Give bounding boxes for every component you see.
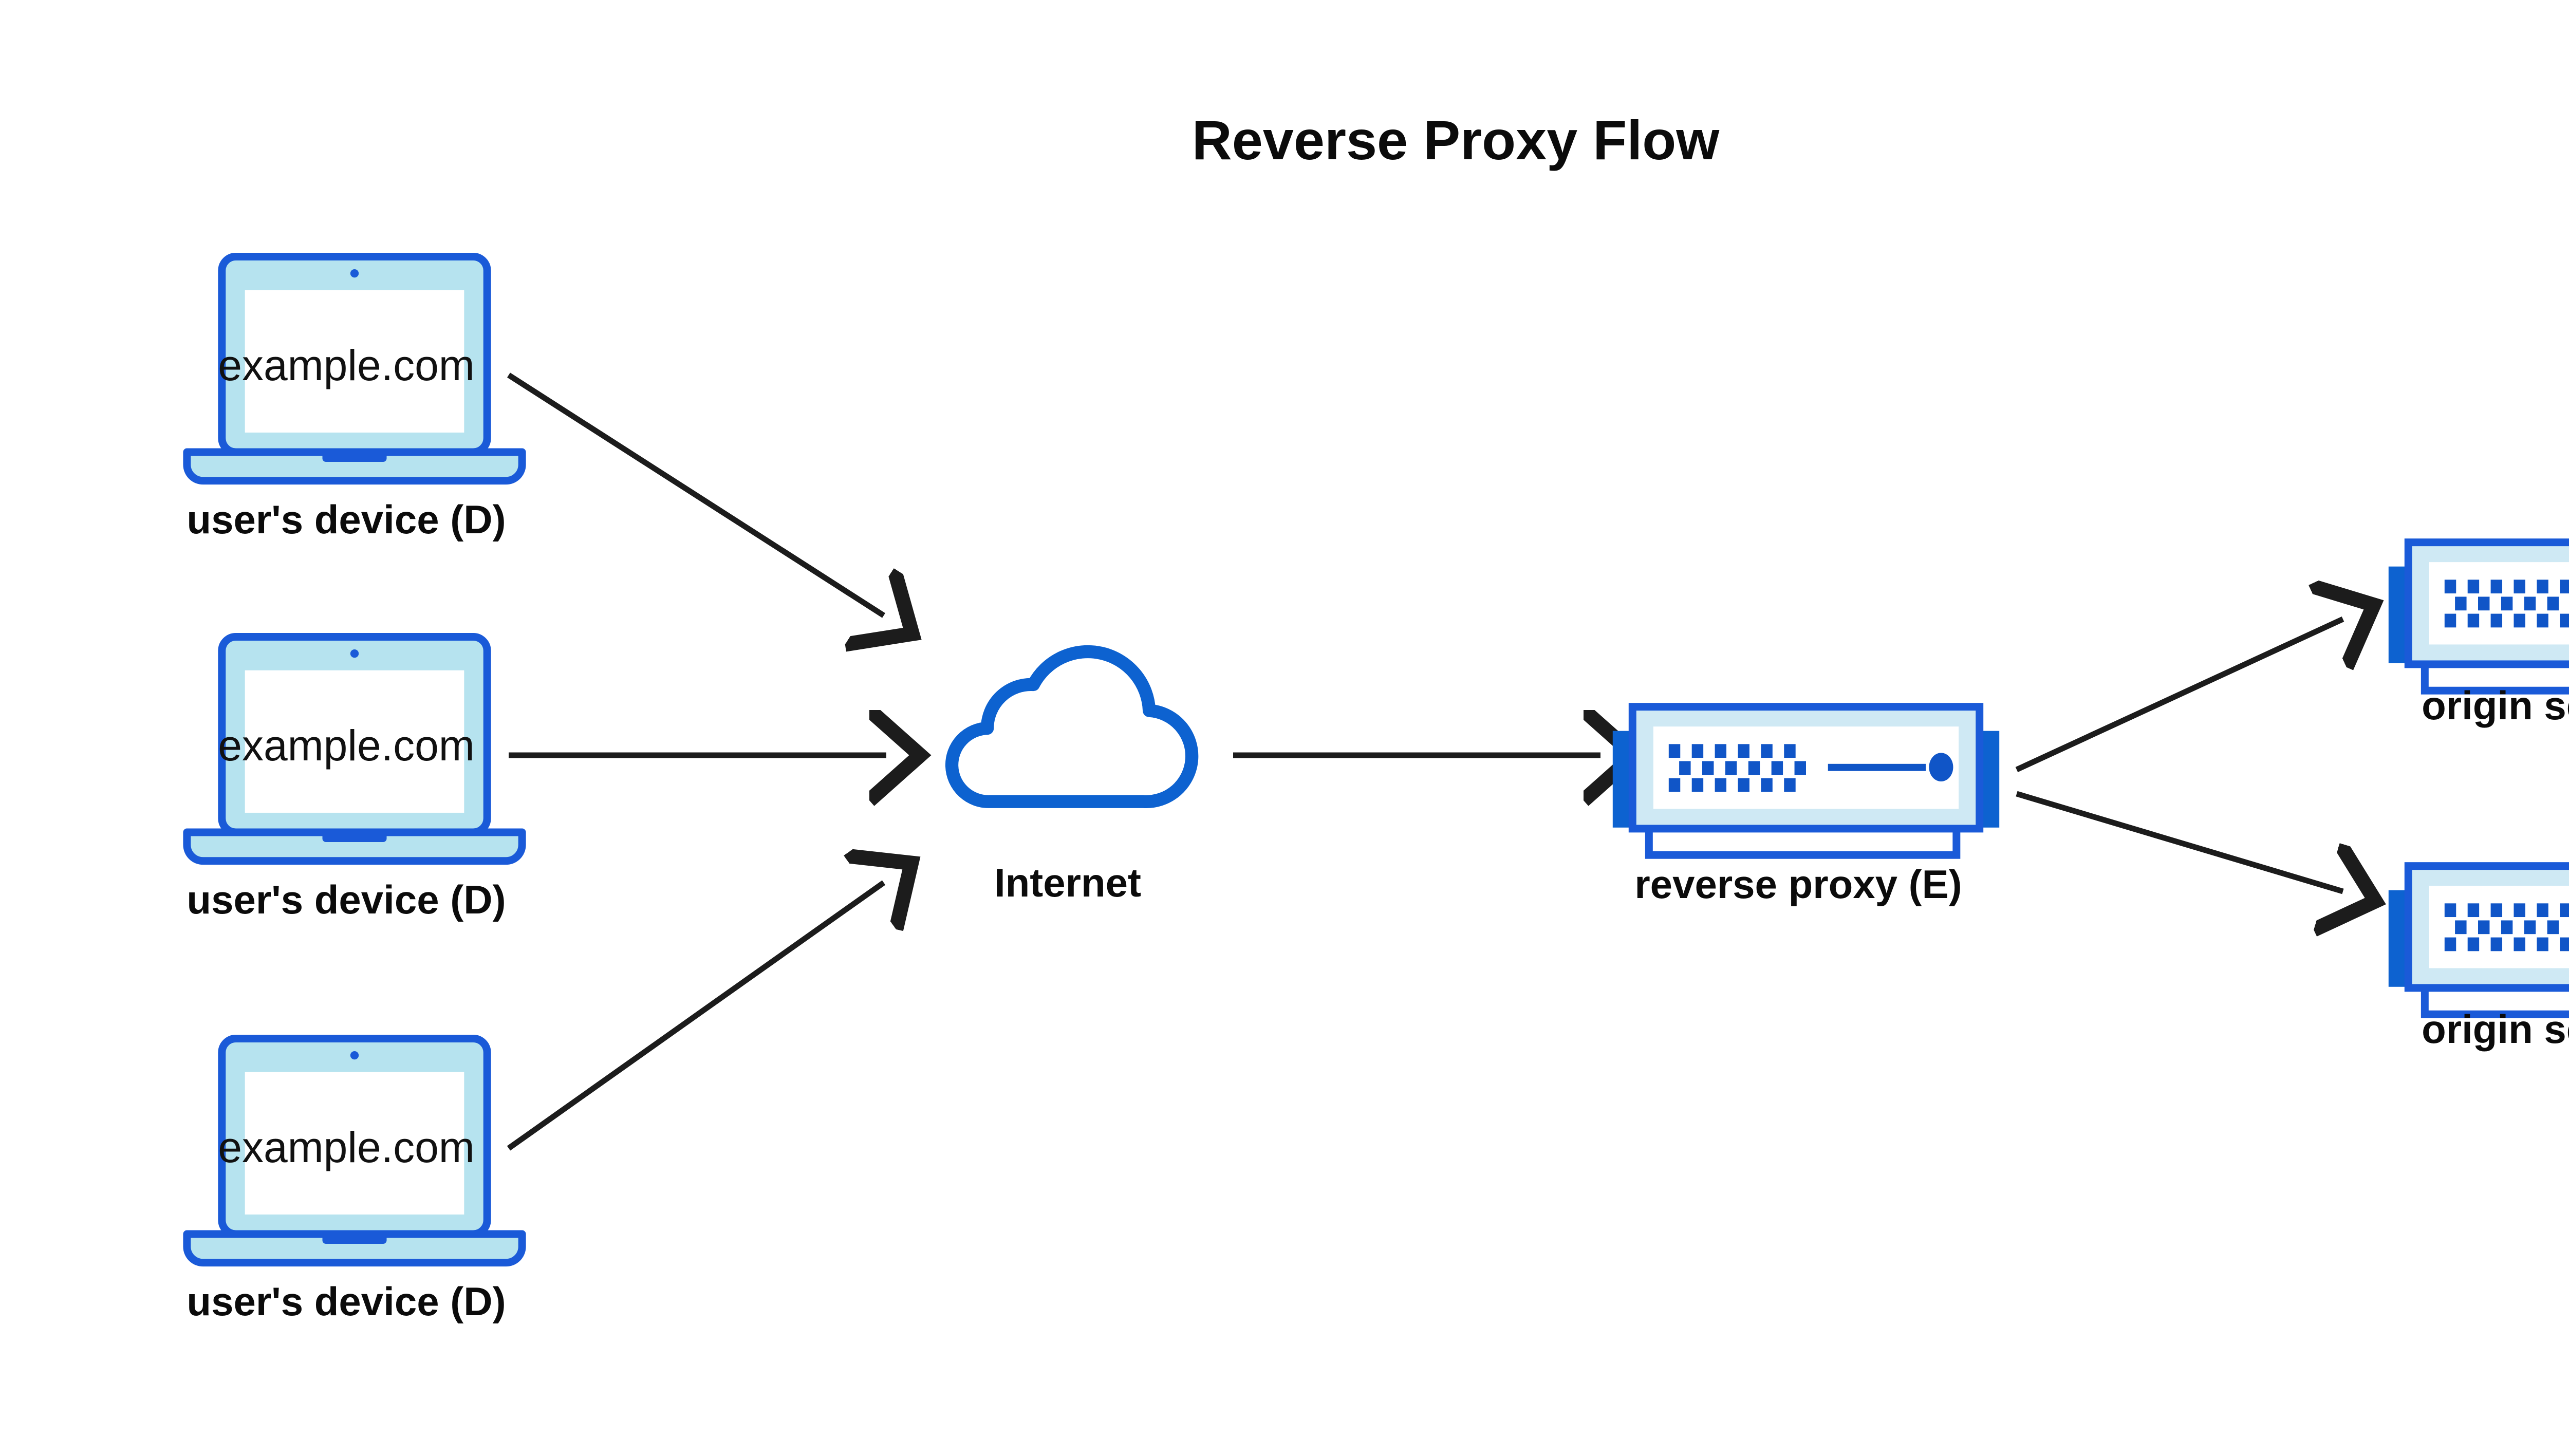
node-origin-top[interactable]: origin server (F) (2389, 543, 2569, 728)
node-label-origin-top: origin server (F) (2422, 683, 2569, 728)
device-screen-text: example.com (218, 721, 475, 770)
node-label-device-top: user's device (D) (187, 497, 506, 542)
device-screen-text: example.com (218, 1123, 475, 1171)
edge-layer (507, 372, 2343, 1151)
node-label-device-bottom: user's device (D) (187, 1279, 506, 1324)
edge-device-top-to-internet (507, 372, 884, 615)
server-icon (2389, 866, 2569, 1015)
node-label-origin-bottom: origin server (F) (2422, 1006, 2569, 1052)
node-label-internet: Internet (994, 860, 1141, 905)
node-label-reverse-proxy: reverse proxy (E) (1634, 862, 1962, 907)
server-icon (1613, 707, 1999, 855)
node-reverse-proxy[interactable]: reverse proxy (E) (1613, 707, 1999, 907)
node-device-bottom[interactable]: example.com user's device (D) (187, 1039, 522, 1324)
node-internet[interactable]: Internet (952, 651, 1192, 905)
page-title: Reverse Proxy Flow (1192, 109, 1720, 171)
server-icon (2389, 543, 2569, 691)
cloud-icon (952, 651, 1192, 801)
device-screen-text: example.com (218, 341, 475, 389)
edge-device-bottom-to-internet (507, 883, 884, 1151)
node-label-device-middle: user's device (D) (187, 877, 506, 922)
node-device-top[interactable]: example.com user's device (D) (187, 257, 522, 542)
node-origin-bottom[interactable]: origin server (F) (2389, 866, 2569, 1052)
edge-reverse-proxy-to-origin-top (2015, 619, 2343, 772)
edge-reverse-proxy-to-origin-bottom (2016, 791, 2343, 891)
node-device-middle[interactable]: example.com user's device (D) (187, 637, 522, 922)
